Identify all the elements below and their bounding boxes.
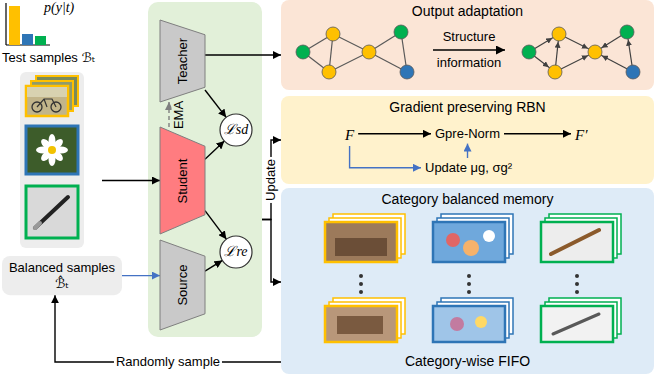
connector [168,102,169,127]
node-label: Category balanced memory [281,191,654,208]
node-label: F′ [575,126,587,144]
node-label: Update μg, σg² [425,160,512,176]
node-sublabel: Category-wise FIFO [281,353,654,370]
network-shape [160,20,205,102]
network-shape [160,240,205,330]
node-label: ℒsd [224,122,248,139]
edge-label: Randomly sample [114,355,222,370]
network-block: Student [160,127,205,234]
connector [205,90,226,117]
memory-images [325,214,621,342]
node-label: Gradient preserving RBN [281,99,654,116]
axis-label: p(y|t) [44,0,74,16]
connector [504,133,571,134]
panel-fill [281,96,654,184]
node-label: F [345,126,354,144]
math-symbol: F′ [571,124,591,146]
node-label: Balanced samples ℬ̂ₜ [4,260,120,291]
panel-fill [281,0,654,90]
operation-label: Gpre-Norm [431,124,504,144]
node-label: Student [175,158,191,203]
memory-panel: Category balanced memoryCategory-wise FI… [281,188,654,374]
edge-label: EMA [172,98,187,130]
connector [205,54,281,55]
connector [350,146,421,168]
connector [262,220,281,283]
module-panel: Output adaptationStructure information [281,0,654,90]
loss-circle: ℒsd [219,113,253,147]
bar-chart [6,3,50,45]
connector [205,211,226,240]
network-shape [160,127,205,234]
network-block: Source [160,240,205,330]
connector [467,144,468,158]
panel-fill [281,188,654,374]
connector [358,133,431,134]
loss-shape [220,236,252,268]
loss-circle: ℒre [219,235,253,269]
node-sublabel: Structure information [427,24,511,76]
connector [262,140,281,220]
math-symbol: F [341,124,358,146]
panel-fill [148,2,262,337]
node-label: Gpre-Norm [435,126,500,142]
sample-group: Test samples ℬₜ [2,50,102,252]
model-panel: TeacherStudentSource ℒsdℒre [148,2,262,337]
operation-label: Update μg, σg² [421,158,516,178]
node-label: Teacher [175,38,191,84]
connector [122,275,160,276]
node-label: ℒre [224,244,247,261]
connector [205,141,224,159]
graph-illustration [296,25,640,79]
module-panel: Gradient preserving RBN F Gpre-Norm F′ Updat… [281,96,654,184]
node-label: Test samples ℬₜ [2,50,102,66]
connector [205,260,222,271]
network-block: Teacher [160,20,205,102]
loss-shape [220,114,252,146]
node-label: Output adaptation [281,3,654,20]
connector [102,180,160,181]
balanced-box: Balanced samples ℬ̂ₜ [2,256,122,295]
edge-label: Update [264,157,279,203]
panel-fill [2,256,122,295]
node-label: Source [175,264,191,305]
test-sample-images [20,72,84,248]
